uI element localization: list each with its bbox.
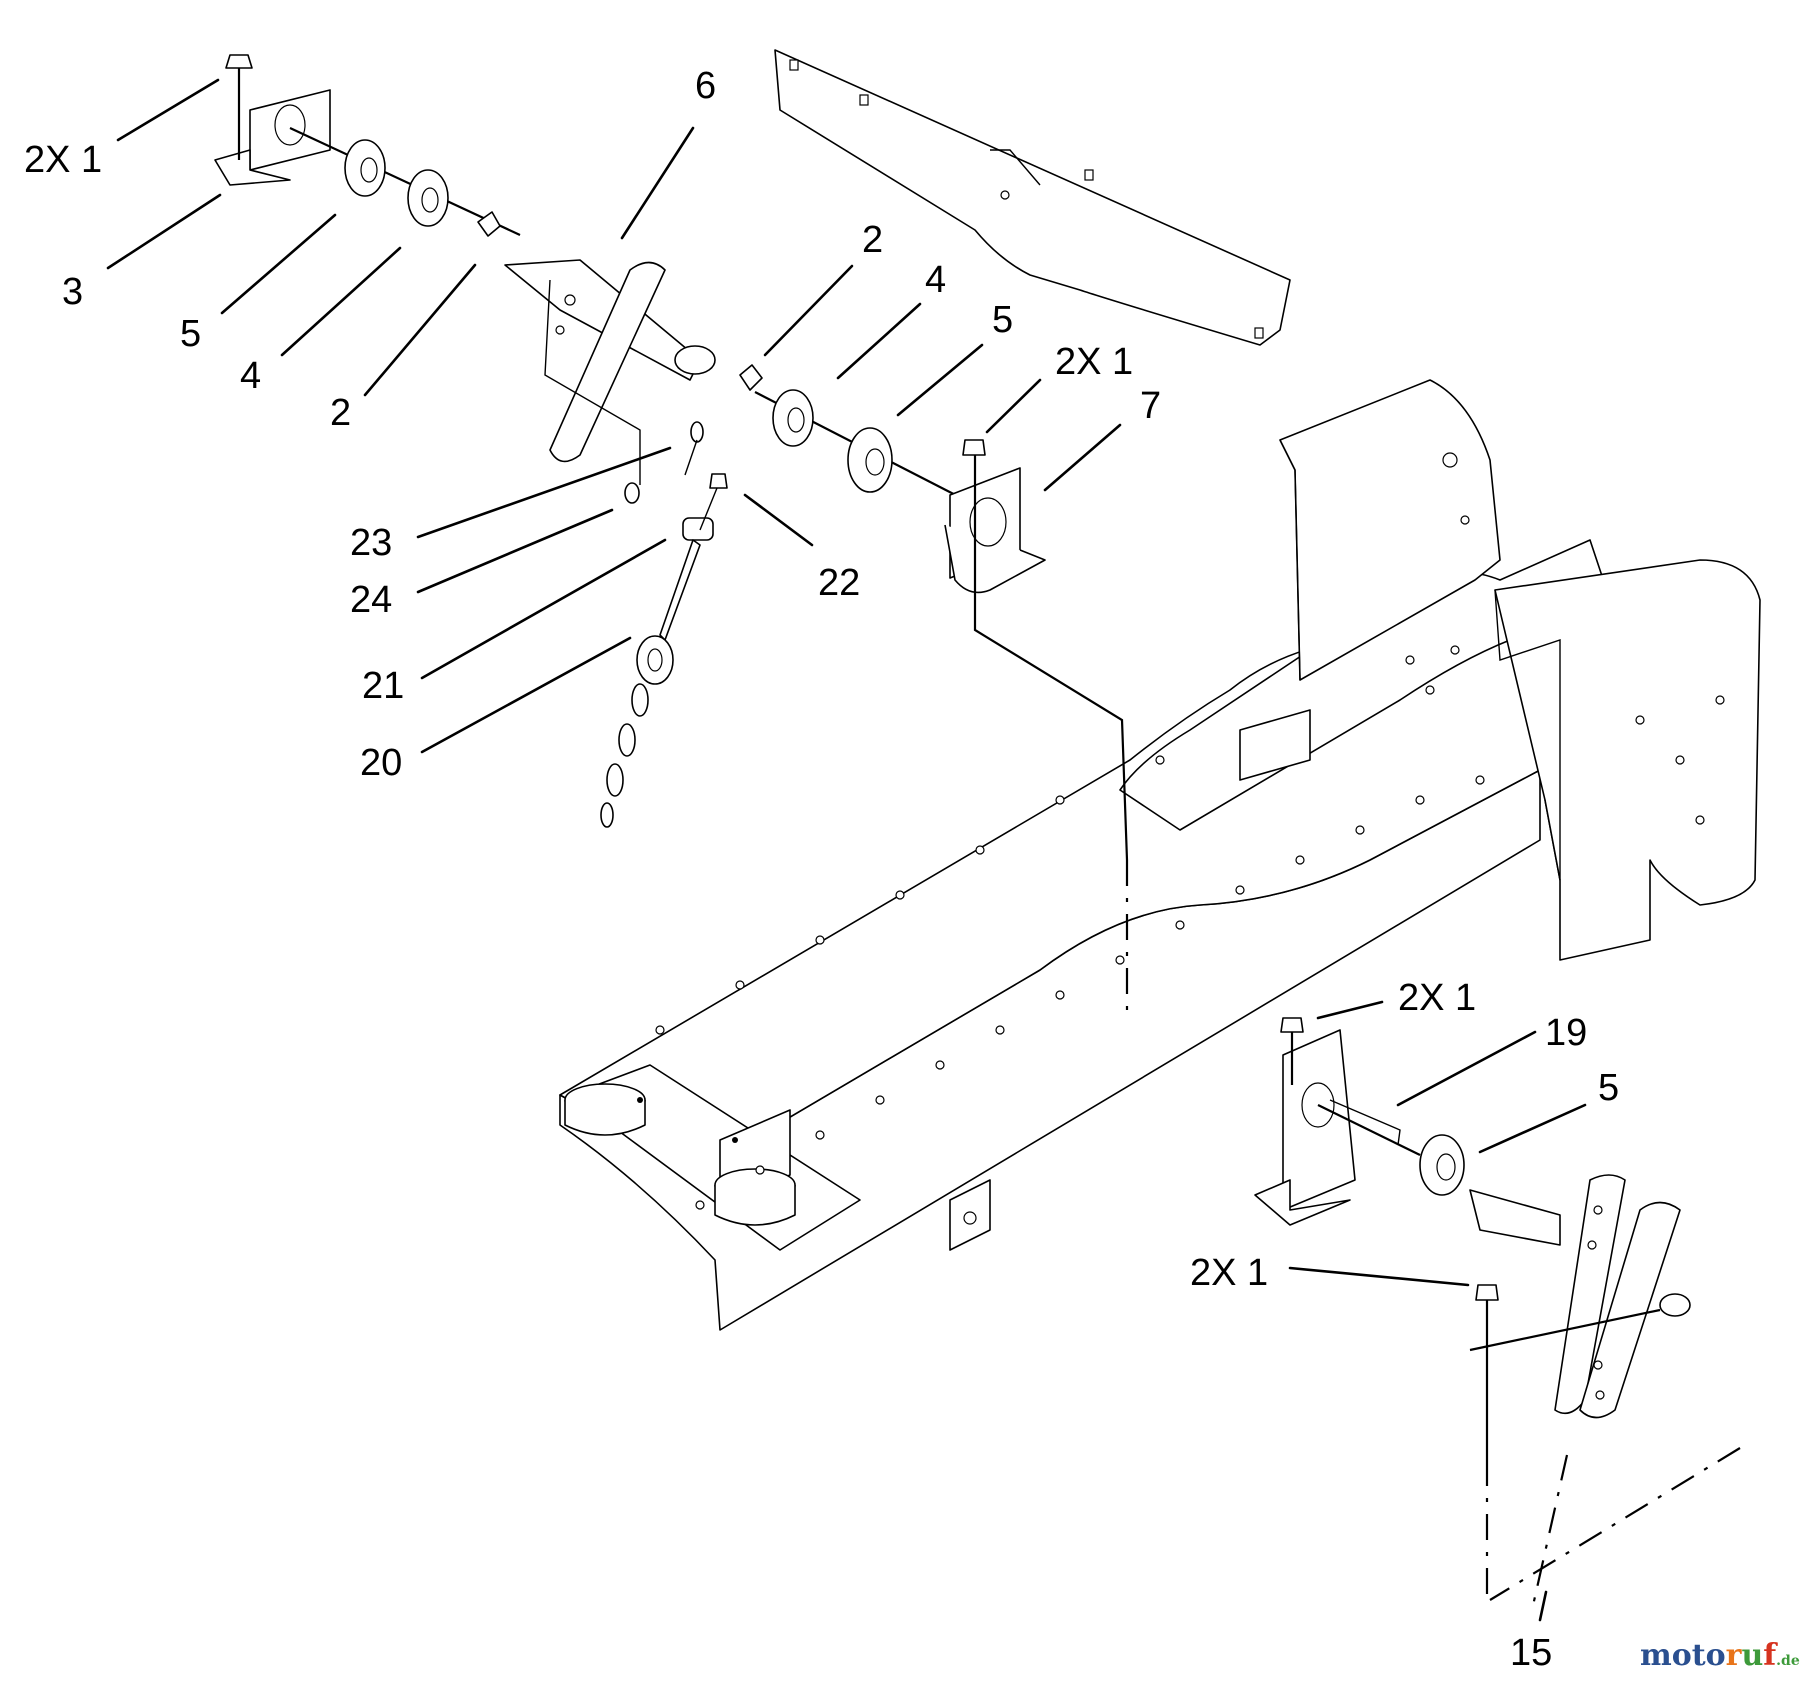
lower-right-assembly <box>1254 1017 1741 1611</box>
callout-4-top-left: 4 <box>240 355 261 397</box>
callout-2-middle: 2 <box>862 219 883 261</box>
callout-2-top-left: 2 <box>330 392 351 434</box>
callout-2x1-lower: 2X 1 <box>1398 977 1476 1019</box>
middle-hardware <box>739 364 1129 1020</box>
callout-5-middle: 5 <box>992 299 1013 341</box>
callout-2x1-middle: 2X 1 <box>1055 341 1133 383</box>
callout-7: 7 <box>1140 385 1161 427</box>
callout-21: 21 <box>362 665 404 707</box>
callout-2x1-bottom: 2X 1 <box>1190 1252 1268 1294</box>
chain-pin-assembly <box>600 421 728 828</box>
callout-23: 23 <box>350 522 392 564</box>
callout-4-middle: 4 <box>925 259 946 301</box>
callout-15: 15 <box>1510 1632 1552 1674</box>
leader-lines <box>106 78 1587 1622</box>
callout-2x1-top-left: 2X 1 <box>24 139 102 181</box>
callout-22: 22 <box>818 562 860 604</box>
frame-holes <box>655 452 1725 1210</box>
callout-20: 20 <box>360 742 402 784</box>
callout-5-top-left: 5 <box>180 313 201 355</box>
main-frame <box>559 379 1761 1331</box>
callout-5-lower: 5 <box>1598 1067 1619 1109</box>
top-rod-assembly <box>214 54 716 485</box>
callout-labels: 2X 1 6 3 5 4 2 2 4 5 2X 1 7 23 24 22 21 … <box>24 65 1619 1674</box>
callout-3: 3 <box>62 271 83 313</box>
svg-text:motoruf.de: motoruf.de <box>1640 1638 1800 1673</box>
watermark-logo: motoruf.de <box>1640 1638 1800 1673</box>
callout-19: 19 <box>1545 1012 1587 1054</box>
callout-24: 24 <box>350 579 392 621</box>
top-bar-part <box>774 49 1291 346</box>
callout-6: 6 <box>695 65 716 107</box>
